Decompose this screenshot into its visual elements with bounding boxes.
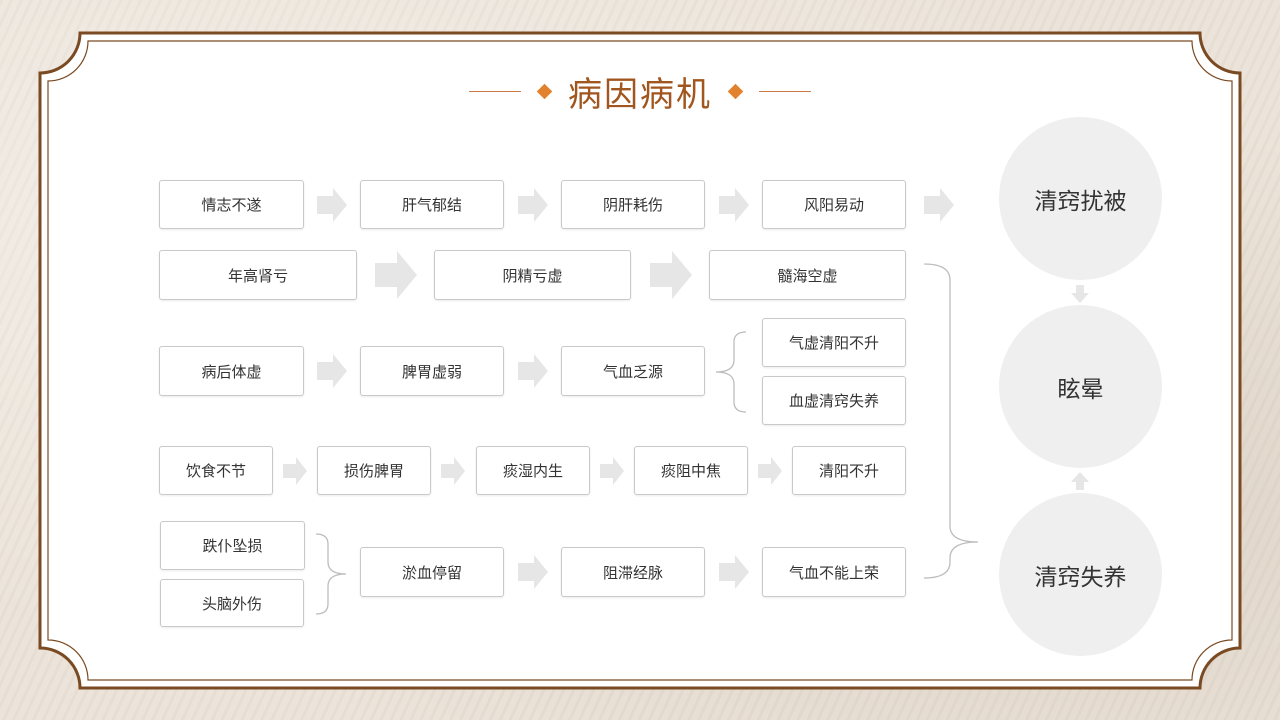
node-qixuqingyangbusheng: 气虚清阳不升 [762, 318, 906, 367]
arrow-right-icon [650, 251, 692, 299]
node-tanshineisheng: 痰湿内生 [476, 446, 590, 495]
node-qixuefayuan: 气血乏源 [561, 346, 705, 396]
node-yinjingkuixu: 阴精亏虚 [434, 250, 631, 300]
node-yinshibujie: 饮食不节 [159, 446, 273, 495]
node-qingyangbusheng: 清阳不升 [792, 446, 906, 495]
arrow-down-icon [1071, 285, 1089, 303]
arrow-right-icon [441, 457, 465, 485]
arrow-right-icon [758, 457, 782, 485]
arrow-right-icon [719, 555, 749, 589]
brace-right-icon [315, 533, 347, 615]
node-xuexuqingqiaoshiyang: 血虚清窍失养 [762, 376, 906, 425]
node-tounaowaishang: 头脑外伤 [160, 579, 304, 627]
title-bar: 病因病机 [0, 66, 1280, 116]
node-ganqiyujie: 肝气郁结 [360, 180, 504, 229]
node-binghoutixu: 病后体虚 [159, 346, 304, 396]
title-line-right [759, 90, 811, 92]
arrow-right-icon [719, 188, 749, 222]
arrow-right-icon [518, 555, 548, 589]
circle-qingqiaoraobei: 清窍扰被 [999, 117, 1162, 280]
circle-qingqiaoshiyang: 清窍失养 [999, 493, 1162, 656]
frame-inner [47, 40, 1233, 681]
node-fengyangyidong: 风阳易动 [762, 180, 906, 229]
circle-xuanyun: 眩晕 [999, 305, 1162, 468]
title-line-left [469, 90, 521, 92]
node-tanzuzhongjiao: 痰阻中焦 [634, 446, 748, 495]
brace-large-right-icon [923, 263, 979, 579]
arrow-right-icon [283, 457, 307, 485]
title-diamond-left-icon [536, 83, 553, 99]
node-yinganhaoshang: 阴肝耗伤 [561, 180, 705, 229]
title-diamond-right-icon [727, 83, 744, 99]
arrow-up-icon [1071, 472, 1089, 490]
node-zuzhijingmai: 阻滞经脉 [561, 547, 705, 597]
arrow-right-icon [600, 457, 624, 485]
brace-left-icon [715, 331, 747, 413]
node-yuxuetingliu: 淤血停留 [360, 547, 504, 597]
arrow-right-icon [317, 354, 347, 388]
node-niangaoshenkui: 年高肾亏 [159, 250, 357, 300]
node-qixuebunengshangrong: 气血不能上荣 [762, 547, 906, 597]
node-suihaikongxu: 髓海空虚 [709, 250, 906, 300]
arrow-right-icon [518, 354, 548, 388]
arrow-right-icon [375, 251, 417, 299]
arrow-right-icon [518, 188, 548, 222]
node-piweixuruo: 脾胃虚弱 [360, 346, 504, 396]
arrow-right-icon [317, 188, 347, 222]
node-sunshangpiwei: 损伤脾胃 [317, 446, 431, 495]
node-qingzhibusui: 情志不遂 [159, 180, 304, 229]
page-title: 病因病机 [568, 74, 712, 115]
arrow-right-icon [924, 188, 954, 222]
node-diepuzhuisun: 跌仆坠损 [160, 521, 305, 570]
